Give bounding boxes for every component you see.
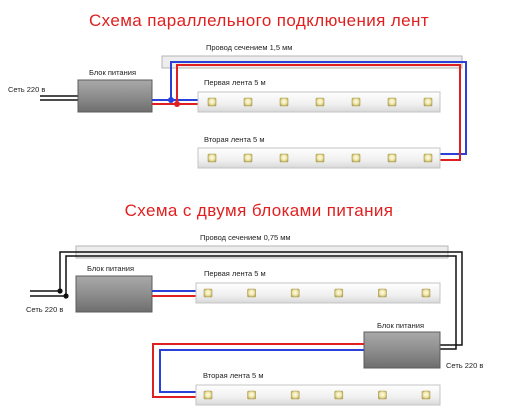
led-chip: [423, 97, 433, 107]
power-supply-1: [75, 275, 153, 313]
led-chip: [203, 390, 213, 400]
positive-wire-branch: [176, 64, 461, 161]
strip-body: [195, 384, 441, 406]
strip1-label: Первая лента 5 м: [204, 269, 266, 278]
strip-leds: [203, 288, 431, 298]
led-chip: [387, 153, 397, 163]
led-chip: [421, 288, 431, 298]
led-chip: [315, 153, 325, 163]
power-supply-2: [363, 331, 441, 369]
two-psu-diagram: Схема с двумя блоками питания Провод сеч…: [26, 201, 483, 406]
parallel-diagram: Схема параллельного подключения лент Про…: [8, 11, 467, 169]
psu2-label: Блок питания: [377, 321, 424, 330]
mains2-label: Сеть 220 в: [446, 361, 483, 370]
led-chip: [351, 97, 361, 107]
led-chip: [378, 288, 387, 298]
junction-dot: [168, 97, 174, 103]
strip-leds: [207, 153, 433, 163]
strip2-label: Вторая лента 5 м: [203, 371, 263, 380]
led-chip: [421, 390, 431, 400]
strip1-label: Первая лента 5 м: [204, 78, 266, 87]
junction-dot: [63, 293, 69, 299]
negative-wire-branch: [170, 61, 467, 155]
led-chip: [247, 390, 256, 400]
led-chip: [290, 390, 300, 400]
led-chip: [315, 97, 325, 107]
positive-wire-branch: [152, 343, 364, 398]
mains-label: Сеть 220 в: [8, 85, 45, 94]
led-strip-1: [197, 91, 441, 113]
diagram-title: Схема параллельного подключения лент: [89, 11, 429, 30]
mains1-label: Сеть 220 в: [26, 305, 63, 314]
strip-leds: [203, 390, 431, 400]
wire-label: Провод сечением 0,75 мм: [200, 233, 291, 242]
led-chip: [279, 97, 289, 107]
led-chip: [243, 153, 253, 163]
led-chip: [290, 288, 300, 298]
led-chip: [203, 288, 213, 298]
strip-body: [195, 282, 441, 304]
mains-wire: [30, 251, 463, 346]
led-strip-2: [195, 384, 441, 406]
junction-dot: [174, 101, 180, 107]
power-supply: [77, 79, 153, 113]
strip-leds: [207, 97, 433, 107]
led-chip: [423, 153, 433, 163]
led-chip: [351, 153, 361, 163]
led-chip: [334, 390, 344, 400]
wire-label: Провод сечением 1,5 мм: [206, 43, 292, 52]
diagram-title: Схема с двумя блоками питания: [125, 201, 394, 220]
led-chip: [378, 390, 387, 400]
led-chip: [279, 153, 289, 163]
led-strip-1: [195, 282, 441, 304]
led-chip: [334, 288, 344, 298]
psu1-label: Блок питания: [87, 264, 134, 273]
led-strip-2: [197, 147, 441, 169]
mains-wire: [30, 255, 457, 350]
led-chip: [207, 153, 217, 163]
negative-wire-branch: [159, 349, 364, 393]
strip2-label: Вторая лента 5 м: [204, 135, 264, 144]
led-chip: [243, 97, 253, 107]
led-chip: [247, 288, 256, 298]
psu-label: Блок питания: [89, 68, 136, 77]
led-chip: [207, 97, 217, 107]
led-chip: [387, 97, 397, 107]
junction-dot: [57, 288, 63, 294]
